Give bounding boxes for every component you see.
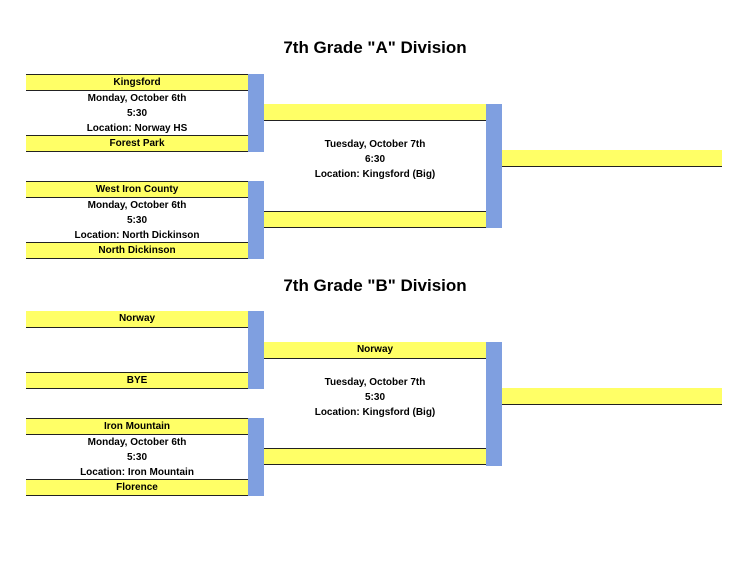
division-b-final-team2 [264,448,486,465]
division-b-game2-connector [248,418,264,496]
division-b-game1-team2: BYE [26,372,248,389]
division-a-game2-date: Monday, October 6th [87,200,187,211]
division-b-final-location: Location: Kingsford (Big) [314,407,436,418]
division-a-game2-team2: North Dickinson [26,242,248,259]
division-b-final-date: Tuesday, October 7th [324,377,426,388]
division-a-title: 7th Grade "A" Division [283,38,467,57]
division-a-final-location: Location: Kingsford (Big) [314,169,436,180]
division-a-game2-time: 5:30 [126,215,147,226]
division-b-game2-time: 5:30 [126,452,147,463]
division-a-game2-connector [248,181,264,259]
division-a-final-team2 [264,211,486,228]
division-a-game2-location: Location: North Dickinson [74,230,200,241]
division-a-champion [502,150,722,167]
division-b-game2-date: Monday, October 6th [87,437,187,448]
division-b-game1-team1: Norway [26,311,248,328]
division-b-final-connector [486,342,502,466]
division-a-final-time: 6:30 [364,154,385,165]
division-a-game1-team2: Forest Park [26,135,248,152]
division-b-game1-connector [248,311,264,389]
division-b-final-team1: Norway [264,342,486,359]
division-a-final-team1 [264,104,486,121]
division-b-game2-team2: Florence [26,479,248,496]
division-a-final-connector [486,104,502,228]
division-b-game2-team1: Iron Mountain [26,418,248,435]
division-a-game1-date: Monday, October 6th [87,93,187,104]
division-b-final-time: 5:30 [364,392,385,403]
division-a-game1-team1: Kingsford [26,74,248,91]
division-b-game2-location: Location: Iron Mountain [80,467,194,478]
division-a-game1-connector [248,74,264,152]
division-a-final-date: Tuesday, October 7th [324,139,426,150]
division-a-game1-time: 5:30 [126,108,147,119]
division-b-title: 7th Grade "B" Division [283,276,467,295]
division-a-game2-team1: West Iron County [26,181,248,198]
division-b-champion [502,388,722,405]
division-a-game1-location: Location: Norway HS [86,123,188,134]
